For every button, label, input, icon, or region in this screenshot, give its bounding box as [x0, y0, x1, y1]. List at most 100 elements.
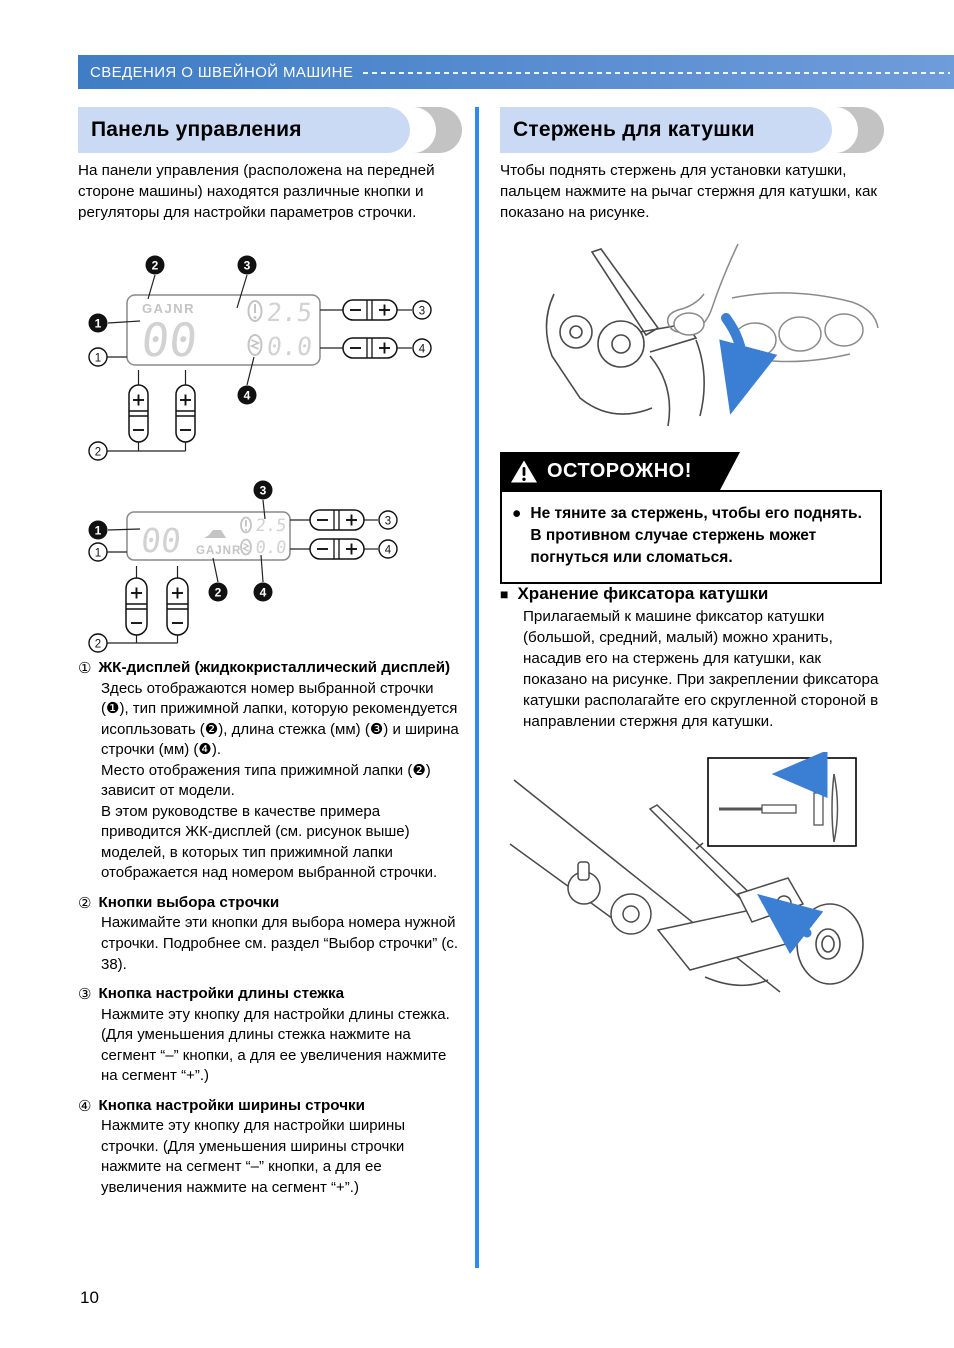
- plus-icon: [346, 543, 357, 555]
- svg-text:2: 2: [95, 447, 101, 459]
- callout-1-filled: 1: [88, 520, 108, 540]
- list-item: ③ Кнопка настройки длины стежка Нажмите …: [78, 984, 464, 1087]
- section-heading-control-panel: Панель управления: [78, 107, 462, 153]
- leader-lines: [107, 499, 378, 644]
- hand-outline: [666, 243, 879, 363]
- callout-3-filled: 3: [237, 255, 257, 275]
- header-dashed-line: [363, 71, 950, 74]
- plus-icon: [172, 587, 183, 599]
- item-number: ③: [78, 985, 92, 1004]
- item-body: Нажмите эту кнопку для настройки длины с…: [101, 1005, 450, 1085]
- lcd-diagram-bottom: 00 GAJNR 2.5 0.0: [88, 480, 398, 653]
- svg-text:3: 3: [244, 259, 251, 273]
- callout-2-filled: 2: [208, 582, 228, 602]
- item-body: Здесь отображаются номер выбранной строч…: [101, 679, 459, 882]
- callout-1-outline: 1: [88, 542, 108, 562]
- stitch-length-value: 2.5: [265, 298, 313, 327]
- left-intro-paragraph: На панели управления (расположена на пер…: [78, 162, 435, 221]
- svg-text:1: 1: [95, 317, 102, 331]
- spool-cap-storage-section: ■ Хранение фиксатора катушки Прилагаемый…: [500, 584, 884, 733]
- list-item: ① ЖК-дисплей (жидкокристаллический диспл…: [78, 658, 464, 884]
- stitch-width-value: 0.0: [265, 332, 313, 361]
- callout-1-filled: 1: [88, 313, 108, 333]
- lcd-brand-text: GAJNR: [196, 545, 241, 557]
- svg-text:1: 1: [95, 548, 101, 560]
- width-adjust-button: [309, 538, 365, 560]
- lcd-brand-text: GAJNR: [142, 301, 195, 316]
- callout-3-outline: 3: [378, 510, 398, 530]
- svg-text:2: 2: [215, 586, 222, 600]
- plus-icon: [379, 342, 390, 354]
- inset-detail-box: [707, 752, 857, 847]
- storage-title: Хранение фиксатора катушки: [517, 584, 769, 603]
- svg-text:4: 4: [260, 586, 267, 600]
- left-section-title: Панель управления: [91, 118, 302, 141]
- spool-pin-lever-illustration: [545, 243, 879, 427]
- storage-paragraph: Прилагаемый к машине фиксатор катушки (б…: [523, 608, 879, 730]
- item-title: Кнопка настройки длины стежка: [98, 985, 345, 1003]
- list-item: ④ Кнопка настройки ширины строчки Нажмит…: [78, 1096, 464, 1199]
- stitch-length-value: 2.5: [254, 516, 287, 536]
- pill-blue-body: Стержень для катушки: [500, 107, 832, 153]
- right-intro-paragraph: Чтобы поднять стержень для установки кат…: [500, 162, 878, 221]
- item-number: ①: [78, 659, 92, 677]
- callout-2-filled: 2: [145, 255, 165, 275]
- header-bar: СВЕДЕНИЯ О ШВЕЙНОЙ МАШИНЕ: [78, 55, 954, 89]
- bullet-icon: ●: [512, 505, 522, 522]
- svg-text:3: 3: [419, 306, 425, 318]
- presser-foot-icon: [204, 530, 226, 538]
- lcd-diagram-top: GAJNR 00 2.5 0.0: [88, 255, 432, 461]
- pill-blue-body: Панель управления: [78, 107, 410, 153]
- callout-2-outline: 2: [88, 441, 108, 461]
- square-marker-icon: ■: [500, 586, 509, 602]
- item-body: Нажмите эту кнопку для настройки ширины …: [101, 1117, 406, 1196]
- stitch-length-icon: [240, 516, 252, 534]
- down-arrow: [719, 313, 778, 415]
- svg-text:1: 1: [95, 353, 101, 365]
- warning-triangle-icon: [510, 459, 538, 484]
- machine-parts: [545, 248, 705, 427]
- callout-4-outline: 4: [378, 539, 398, 559]
- stitch-width-value: 0.0: [254, 538, 287, 558]
- plus-icon: [133, 394, 144, 406]
- svg-text:4: 4: [385, 545, 392, 557]
- svg-text:4: 4: [244, 389, 251, 403]
- width-adjust-button: [342, 337, 398, 359]
- svg-text:4: 4: [419, 344, 426, 356]
- svg-text:3: 3: [260, 484, 267, 498]
- length-adjust-button: [342, 299, 398, 321]
- svg-text:2: 2: [152, 259, 159, 273]
- caution-banner: ОСТОРОЖНО!: [500, 452, 740, 490]
- length-adjust-button: [309, 509, 365, 531]
- plus-icon: [131, 587, 142, 599]
- stitch-number-value: 00: [139, 313, 200, 367]
- callout-1-outline: 1: [88, 347, 108, 367]
- callout-2-outline: 2: [88, 633, 108, 653]
- stitch-length-icon: [247, 300, 263, 322]
- control-panel-items: ① ЖК-дисплей (жидкокристаллический диспл…: [78, 658, 464, 1207]
- svg-text:1: 1: [95, 524, 102, 538]
- column-divider: [475, 107, 479, 1268]
- caution-title: ОСТОРОЖНО!: [547, 459, 692, 482]
- page-number: 10: [80, 1288, 99, 1307]
- item-number: ②: [78, 893, 92, 912]
- lcd-display: GAJNR 00 2.5 0.0: [126, 294, 321, 367]
- spool-cap-disc: [796, 903, 864, 985]
- stitch-width-icon: [247, 334, 263, 356]
- attach-arrow: [757, 893, 824, 955]
- spool-cap-storage-illustration: [509, 752, 864, 993]
- right-section-title: Стержень для катушки: [513, 118, 755, 141]
- header-title: СВЕДЕНИЯ О ШВЕЙНОЙ МАШИНЕ: [90, 63, 354, 81]
- caution-box: ● Не тяните за стержень, чтобы его подня…: [500, 490, 882, 584]
- leader-lines: [107, 274, 412, 452]
- list-item: ② Кнопки выбора строчки Нажимайте эти кн…: [78, 893, 464, 975]
- stitch-select-buttons: [125, 577, 189, 636]
- item-title: Кнопки выбора строчки: [98, 893, 280, 911]
- plus-icon: [346, 514, 357, 526]
- callout-3-outline: 3: [412, 300, 432, 320]
- callout-4-outline: 4: [412, 338, 432, 358]
- stitch-width-icon: [240, 538, 252, 556]
- stitch-number-value: 00: [139, 521, 183, 560]
- callout-4-filled: 4: [253, 582, 273, 602]
